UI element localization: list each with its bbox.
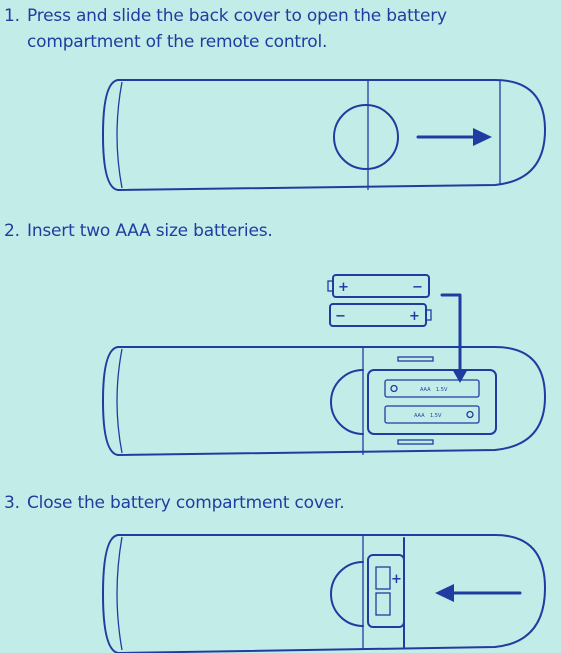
step-1-text-line-2: compartment of the remote control. [27, 32, 328, 52]
cover-grip-half-circle [330, 369, 364, 435]
contact-box-bottom [375, 592, 391, 616]
remote-side-edge [116, 348, 123, 454]
remote-body-outline [102, 346, 546, 456]
remote-close-cover-illustration: + [102, 534, 546, 653]
insert-arrow-path [440, 293, 462, 377]
step-3-instruction: 3. Close the battery compartment cover. [4, 490, 345, 516]
remote-side-edge [116, 81, 123, 189]
battery-compartment [367, 369, 497, 435]
step-1-number: 1. [4, 6, 20, 26]
compartment-slot-top [397, 356, 434, 362]
cover-grip-half-circle [330, 561, 364, 627]
step-1-text-line-1: Press and slide the back cover to open t… [27, 6, 447, 26]
remote-side-edge [116, 536, 123, 651]
loose-battery-2: − + [329, 303, 432, 327]
insert-arrow-down-icon [452, 369, 468, 383]
compartment-slot-bottom [397, 439, 434, 445]
battery-2-type-label: AAA [414, 413, 425, 419]
remote-body-outline [102, 534, 546, 653]
loose-battery-1: + − [327, 274, 430, 298]
remote-body-outline [102, 79, 546, 191]
battery-2-plus-sign: + [409, 309, 420, 324]
battery-1-minus-sign: − [412, 280, 423, 295]
contact-box-top [375, 566, 391, 590]
remote-open-cover-illustration [102, 79, 546, 191]
battery-2-voltage-label: 1.5V [430, 413, 442, 419]
battery-1-voltage-label: 1.5V [436, 387, 448, 393]
battery-2-minus-sign: − [335, 309, 346, 324]
slide-arrow-right-icon [473, 128, 492, 146]
step-3-text: Close the battery compartment cover. [27, 493, 345, 513]
visible-plus-sign: + [391, 572, 402, 587]
slide-arrow-left-icon [435, 584, 454, 602]
step-2-text: Insert two AAA size batteries. [27, 221, 273, 241]
battery-insert-illustration: + − − + AAA 1.5V AAA 1.5V [102, 274, 546, 456]
step-1-instruction: 1. Press and slide the back cover to open… [4, 3, 447, 55]
installed-battery-1: AAA 1.5V [384, 379, 480, 398]
step-2-instruction: 2. Insert two AAA size batteries. [4, 218, 273, 244]
step-2-number: 2. [4, 221, 20, 241]
cover-grip-circle [333, 104, 399, 170]
battery-1-type-label: AAA [420, 387, 431, 393]
step-3-number: 3. [4, 493, 20, 513]
partial-battery-compartment [367, 554, 405, 628]
installed-battery-2: AAA 1.5V [384, 405, 480, 424]
battery-1-plus-sign: + [338, 280, 349, 295]
